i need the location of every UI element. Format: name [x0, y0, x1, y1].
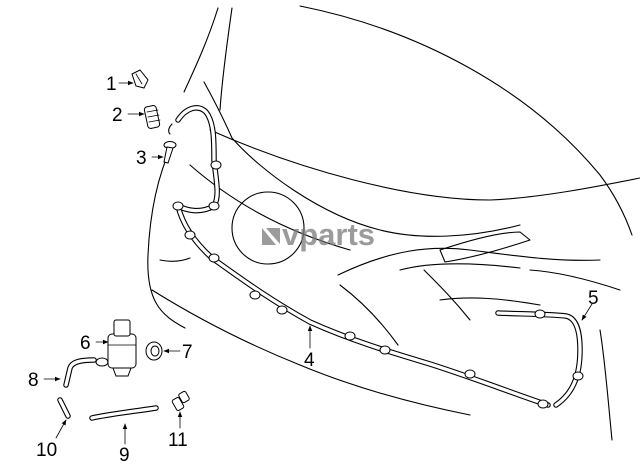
callout-4: 4: [304, 350, 315, 371]
watermark-logo-icon: [262, 228, 280, 245]
part-3-icon: [163, 141, 177, 164]
part-1-icon: [131, 69, 149, 89]
part-9-icon: [89, 405, 159, 421]
callout-5: 5: [588, 288, 599, 309]
part-11-icon: [171, 390, 190, 411]
callout-8: 8: [28, 370, 39, 391]
callout-3: 3: [136, 148, 147, 169]
washer-hose-4: [168, 105, 551, 409]
callout-10: 10: [36, 440, 57, 461]
part-10-icon: [57, 397, 71, 419]
part-8-icon: [63, 357, 97, 388]
callout-9: 9: [119, 445, 130, 466]
watermark: vparts: [262, 217, 375, 252]
watermark-text: vparts: [282, 217, 375, 252]
part-6-icon: [95, 319, 137, 377]
callout-7: 7: [182, 342, 193, 363]
part-2-icon: [143, 105, 161, 129]
callout-2: 2: [112, 105, 123, 126]
washer-hose-5: [495, 309, 584, 408]
part-7-icon: [145, 341, 163, 361]
callout-1: 1: [106, 74, 117, 95]
callouts: 1 2 3 4 5 6 7 8 9 10 11: [28, 74, 599, 466]
vehicle-outline: [147, 5, 640, 441]
leader-arrows: [43, 80, 593, 445]
callout-11: 11: [168, 430, 188, 451]
callout-6: 6: [80, 333, 91, 354]
